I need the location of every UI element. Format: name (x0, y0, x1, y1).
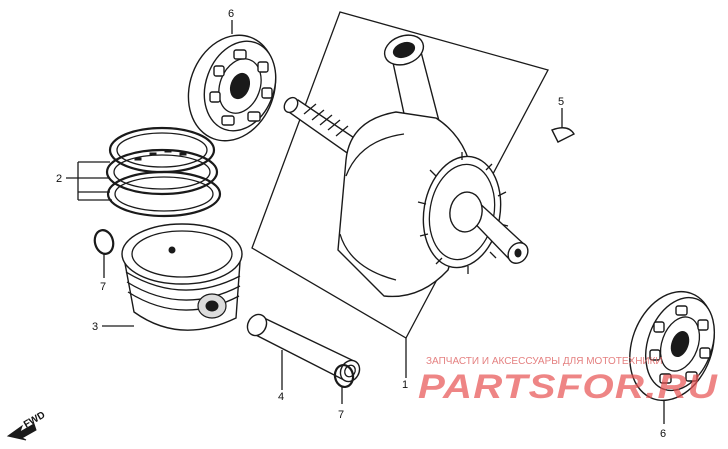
bearing-top (187, 34, 277, 142)
leader-lines (66, 20, 665, 424)
callout-6-top: 6 (228, 8, 234, 20)
callout-2: 2 (56, 173, 62, 185)
woodruff-key (551, 127, 575, 143)
callout-1: 1 (402, 379, 408, 391)
callout-3: 3 (92, 321, 98, 333)
arrow-down-left-icon (6, 423, 37, 441)
callout-7-left: 7 (100, 281, 106, 293)
watermark-caption: ЗАПЧАСТИ И АКСЕССУАРЫ ДЛЯ МОТОТЕХНИКИ (426, 356, 663, 367)
callout-5: 5 (558, 96, 564, 108)
piston-ring-set (105, 126, 222, 218)
callout-4: 4 (278, 391, 284, 403)
watermark-brand: PARTSFOR.RU (418, 368, 719, 406)
piston-pin (246, 313, 361, 383)
piston (121, 223, 243, 331)
callout-6-bottom: 6 (660, 428, 666, 440)
pin-clip-left (93, 229, 115, 255)
pin-clip-bottom (333, 363, 355, 389)
crankshaft (283, 34, 529, 298)
bearing-bottom (629, 290, 715, 402)
callout-7-bottom: 7 (338, 409, 344, 421)
